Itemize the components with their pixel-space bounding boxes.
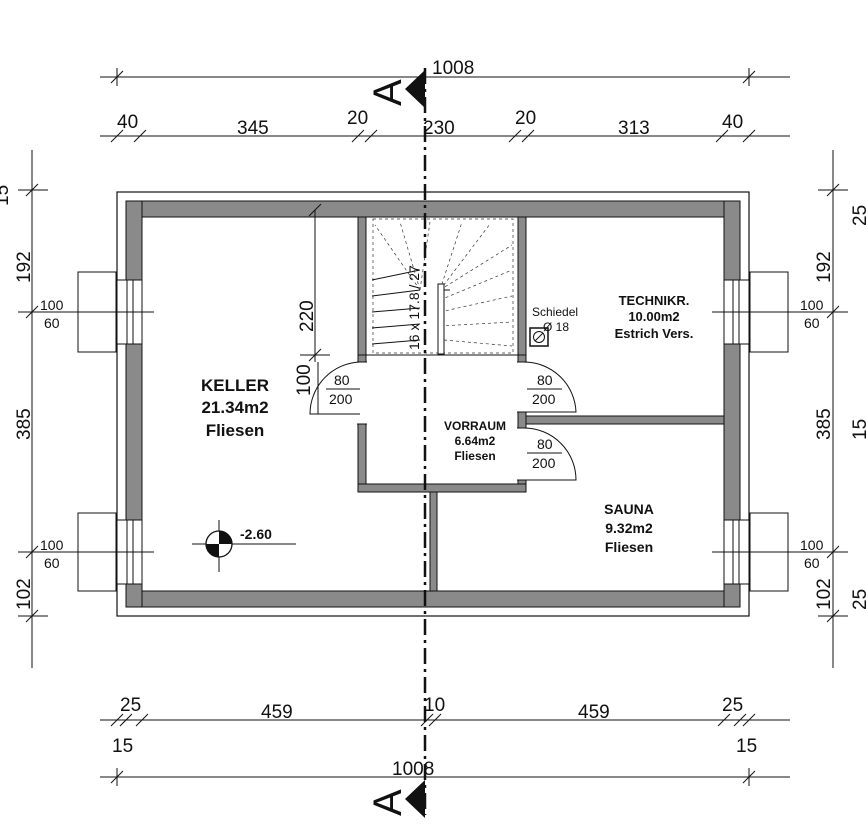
- chimney-symbol: [529, 327, 549, 347]
- window-left-lower-width: 100: [40, 537, 64, 553]
- door-swing-technik: [523, 361, 577, 413]
- dim-top-4: 230: [423, 118, 455, 139]
- window-right-lower-width: 100: [800, 537, 824, 553]
- chimney-name: Schiedel: [532, 305, 578, 319]
- dim-bottom-5: 25: [722, 695, 743, 716]
- outer-wall-top: [125, 200, 741, 218]
- chimney-diameter: Ø 18: [543, 320, 569, 334]
- room-name-sauna: SAUNA: [604, 501, 654, 517]
- level-value: -2.60: [240, 526, 272, 542]
- dim-right-5: 102: [814, 578, 835, 610]
- room-name-vorraum: VORRAUM: [444, 419, 506, 433]
- stair-wall-right: [517, 216, 527, 356]
- outer-wall-bottom: [125, 590, 741, 608]
- window-right-upper-width: 100: [800, 297, 824, 313]
- dim-top-7: 40: [722, 112, 743, 133]
- dim-top-1: 40: [117, 112, 138, 133]
- section-arrow-top-icon: [405, 70, 425, 108]
- vorraum-wall-bottom: [357, 483, 527, 493]
- window-left-upper-height: 60: [44, 315, 60, 331]
- door-swing-sauna: [523, 427, 577, 481]
- dim-right-3: 385: [814, 408, 835, 440]
- dim-left-top-cut: 15: [0, 185, 13, 206]
- dim-right-2: 192: [814, 251, 835, 283]
- door-size-keller: 80 200: [326, 372, 360, 407]
- room-floor-keller: Fliesen: [206, 421, 265, 440]
- door-technik-height: 200: [532, 391, 556, 407]
- sauna-wall-top: [525, 415, 725, 425]
- door-keller-height: 200: [329, 391, 353, 407]
- section-label-bottom: A: [366, 789, 410, 816]
- dim-bottom-4: 459: [578, 702, 610, 723]
- dim-bottom-lower-1: 15: [112, 736, 133, 757]
- dim-bottom-2: 459: [261, 702, 293, 723]
- section-label-top: A: [366, 79, 410, 106]
- dim-overall-bottom: 1008: [392, 759, 434, 780]
- room-name-technik: TECHNIKR.: [619, 293, 690, 308]
- dim-right-6: 25: [850, 589, 866, 610]
- room-area-keller: 21.34m2: [201, 398, 268, 417]
- dim-left-3: 102: [14, 578, 35, 610]
- dim-right-4: 15: [850, 419, 866, 440]
- dimension-lines: [18, 68, 848, 786]
- dim-stair-run: 220: [297, 300, 318, 332]
- dim-top-6: 313: [618, 118, 650, 139]
- door-gap-technik: [517, 362, 527, 412]
- sauna-wall-left: [429, 491, 438, 592]
- staircase: [371, 218, 514, 355]
- window-right-upper-height: 60: [804, 315, 820, 331]
- door-gap-keller: [357, 362, 367, 424]
- dim-bottom-lower-2: 15: [736, 736, 757, 757]
- room-floor-sauna: Fliesen: [605, 539, 653, 555]
- dim-door-clear: 100: [294, 364, 315, 396]
- door-swing-keller: [309, 361, 361, 415]
- stair-wall-left: [357, 216, 367, 356]
- section-arrow-bottom-icon: [405, 780, 425, 818]
- door-keller-width: 80: [334, 372, 350, 388]
- window-left-lower-height: 60: [44, 555, 60, 571]
- stair-label: 16 x 17.8 / 27: [406, 265, 422, 350]
- dim-bottom-1: 25: [120, 695, 141, 716]
- room-area-vorraum: 6.64m2: [455, 434, 496, 448]
- dim-left-2: 385: [14, 408, 35, 440]
- door-sauna-width: 80: [537, 436, 553, 452]
- room-area-sauna: 9.32m2: [605, 520, 653, 536]
- level-marker-icon: [192, 520, 296, 572]
- dim-right-1: 25: [850, 205, 866, 226]
- dim-overall-top: 1008: [432, 58, 474, 79]
- door-size-sauna: 80 200: [527, 436, 562, 471]
- dim-bottom-3: 10: [424, 695, 445, 716]
- window-left-upper-width: 100: [40, 297, 64, 313]
- dim-top-5: 20: [515, 108, 536, 129]
- room-name-keller: KELLER: [201, 376, 269, 395]
- room-area-technik: 10.00m2: [628, 309, 679, 324]
- dim-top-2: 345: [237, 118, 269, 139]
- dim-top-3: 20: [347, 108, 368, 129]
- window-right-lower-height: 60: [804, 555, 820, 571]
- door-gap-sauna: [517, 428, 527, 480]
- door-technik-width: 80: [537, 372, 553, 388]
- door-sauna-height: 200: [532, 455, 556, 471]
- door-size-technik: 80 200: [527, 372, 562, 407]
- room-floor-technik: Estrich Vers.: [615, 326, 694, 341]
- dim-left-1: 192: [14, 251, 35, 283]
- room-floor-vorraum: Fliesen: [454, 449, 495, 463]
